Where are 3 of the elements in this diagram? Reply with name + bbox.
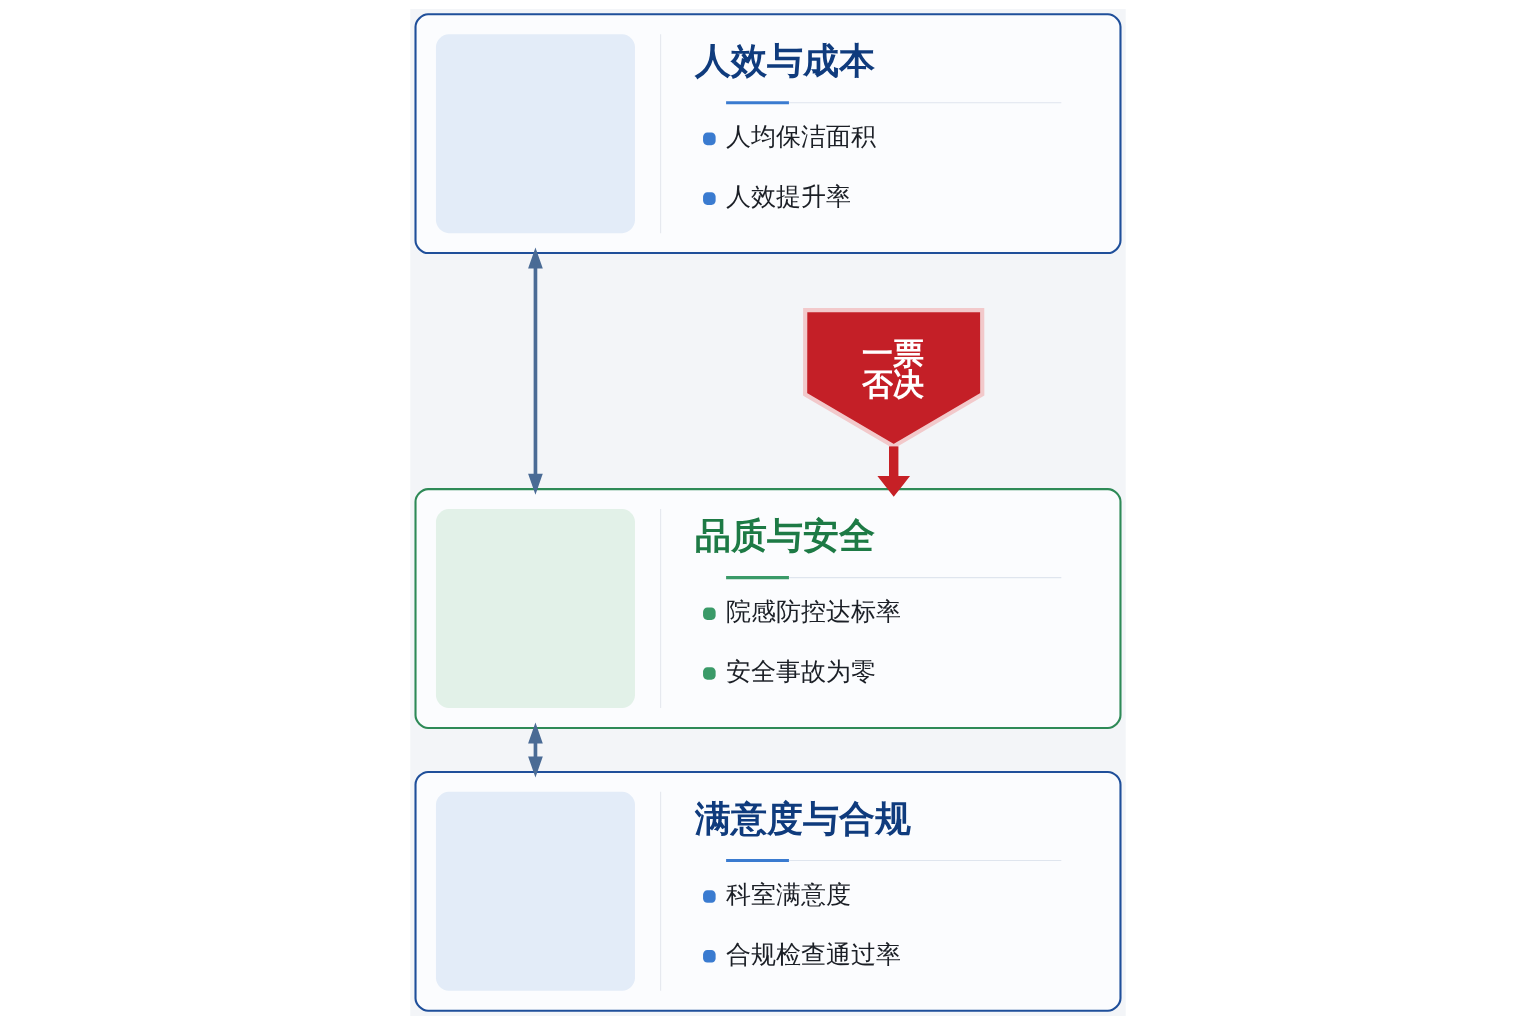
arrow [528,721,543,777]
arrow [877,445,910,497]
arrow [528,247,543,495]
